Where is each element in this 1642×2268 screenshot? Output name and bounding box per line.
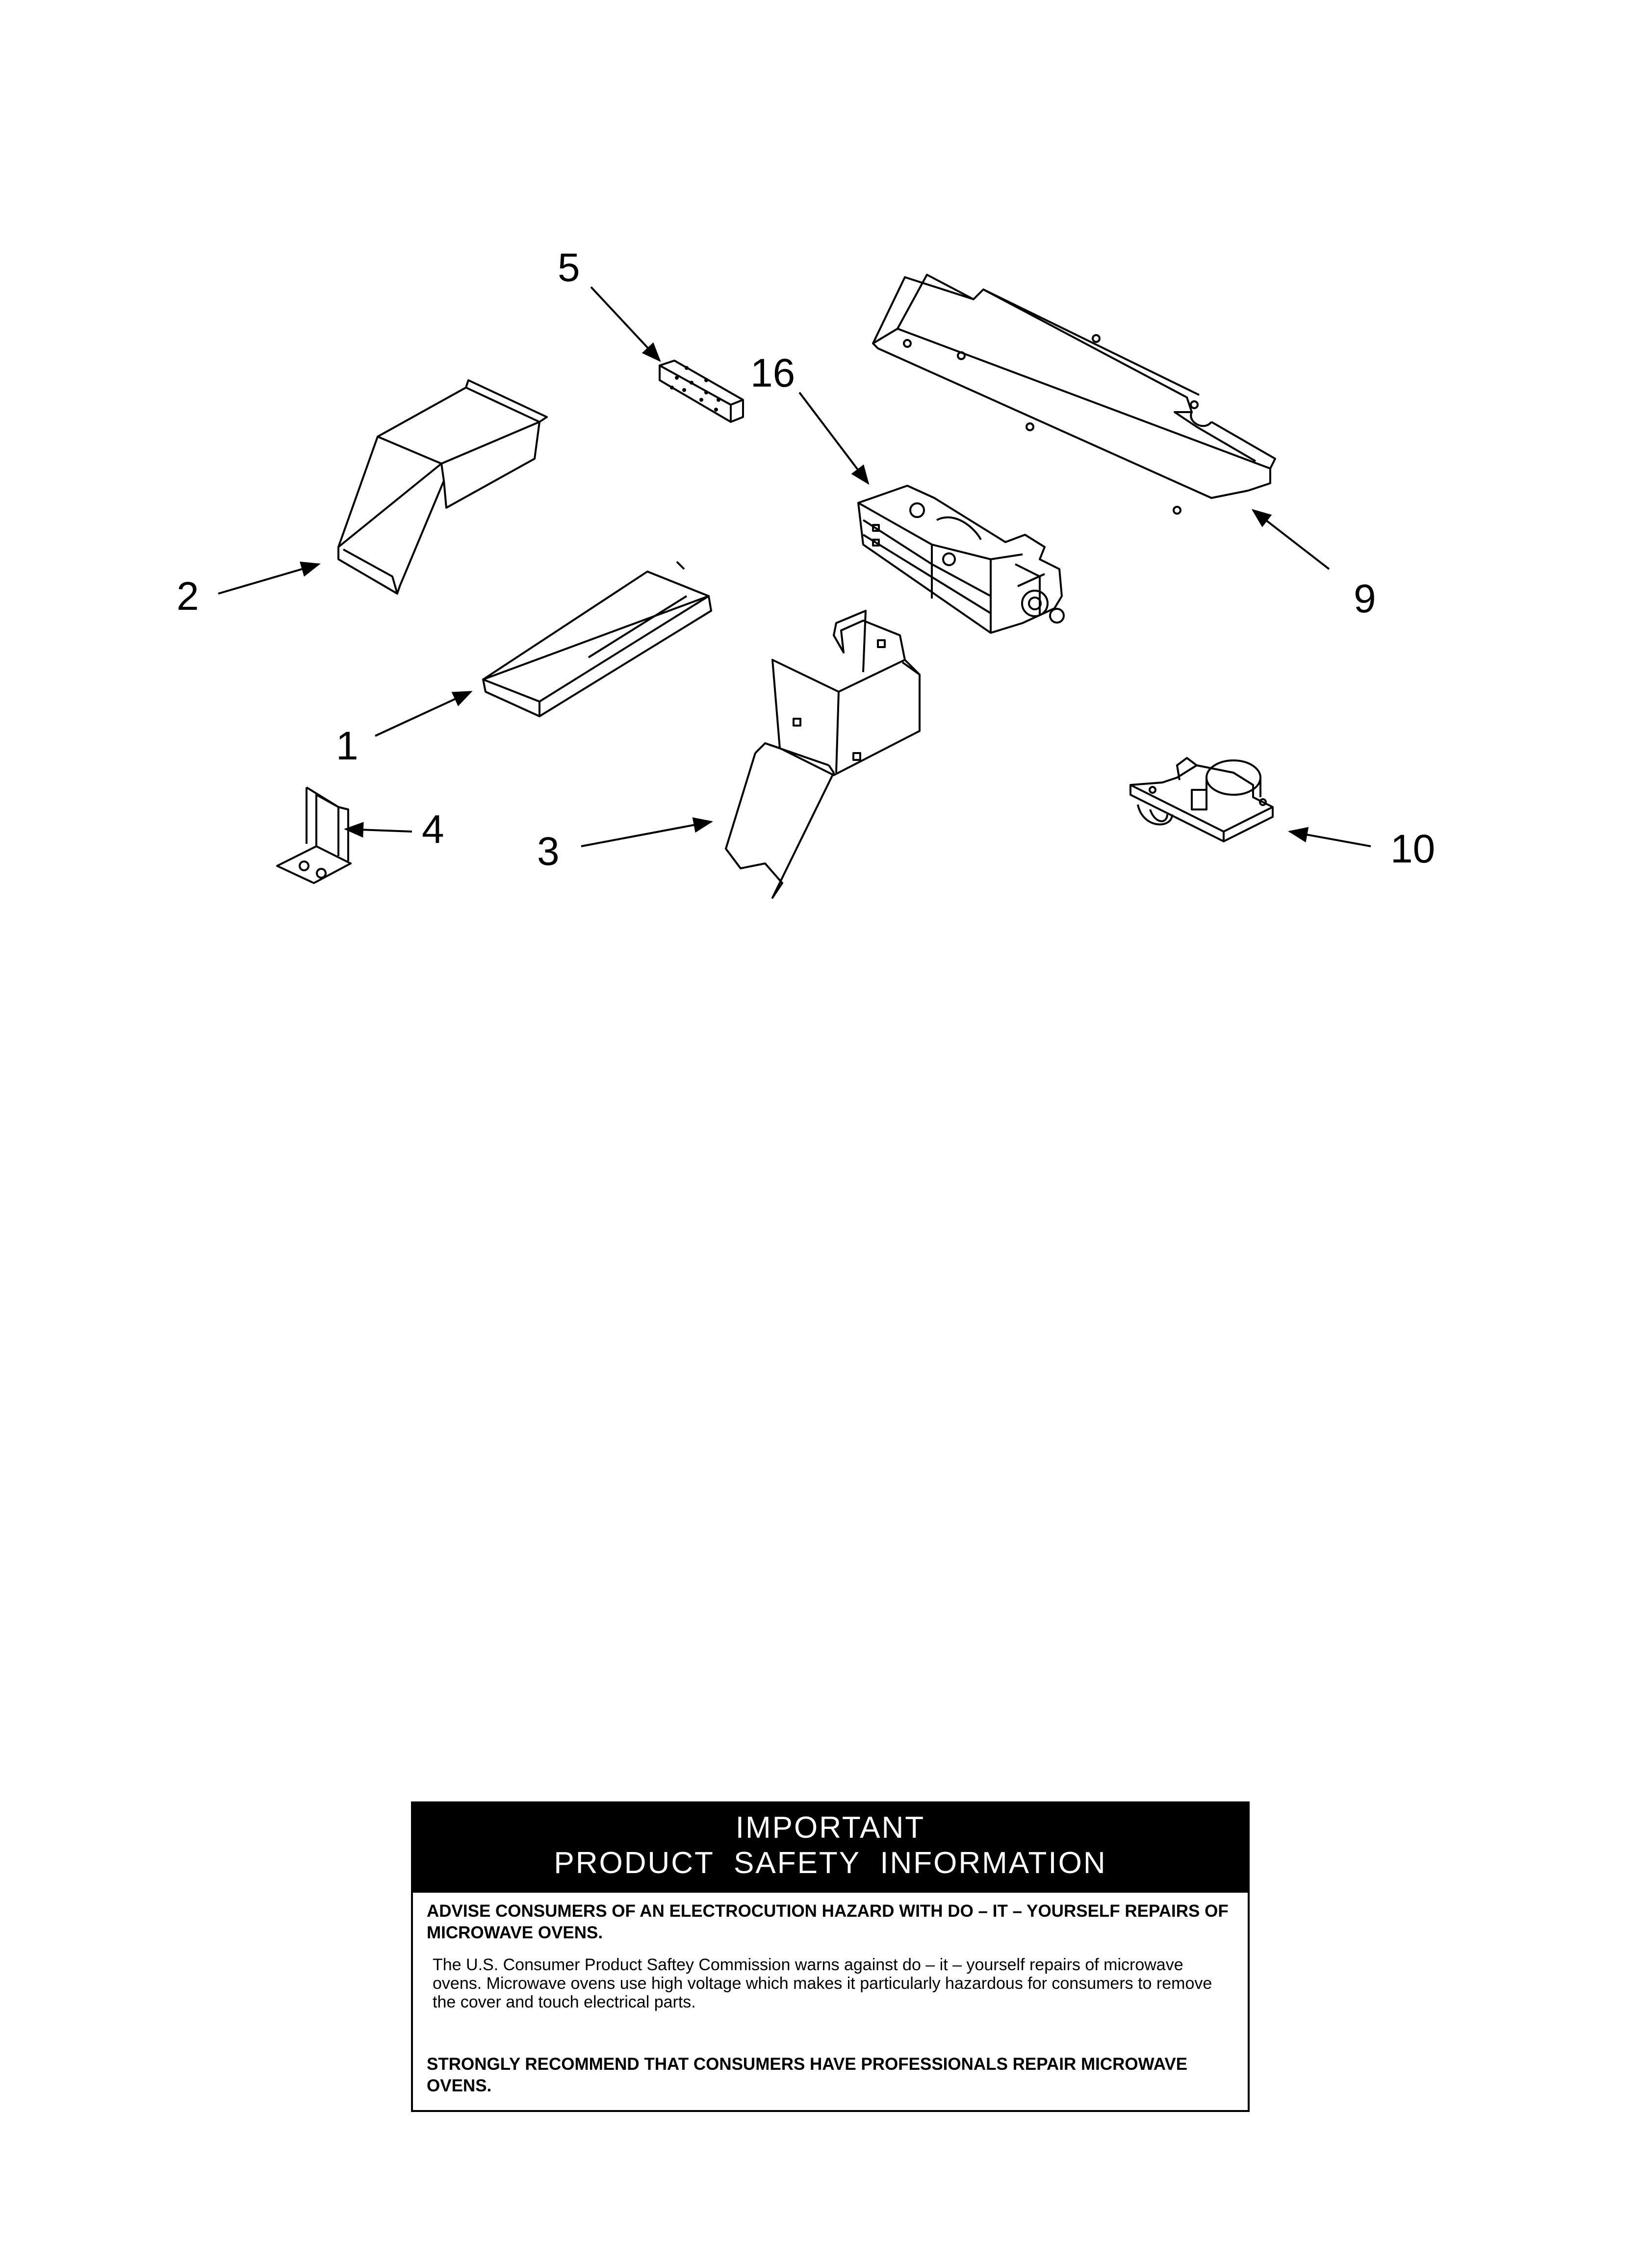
leader-line-16	[798, 391, 870, 485]
leader-line-1	[375, 691, 473, 737]
part-4-bracket	[276, 786, 352, 884]
part-2-duct	[337, 379, 548, 595]
safety-information-box: IMPORTANT PRODUCT SAFETY INFORMATION ADV…	[411, 1801, 1250, 2112]
part-16-switch-assembly	[857, 485, 1065, 634]
leader-line-5	[590, 286, 661, 362]
part-1-channel	[482, 561, 712, 717]
part-5-foam-block	[659, 360, 744, 423]
callout-5: 5	[558, 245, 580, 290]
parts-diagram	[218, 274, 1371, 899]
part-3-shield	[725, 610, 921, 899]
safety-title-line-1: IMPORTANT	[735, 1811, 925, 1845]
safety-header: IMPORTANT PRODUCT SAFETY INFORMATION	[413, 1803, 1248, 1893]
part-10-timer-assembly	[1129, 757, 1274, 842]
leader-line-10	[1288, 827, 1371, 847]
callout-16: 16	[750, 351, 795, 395]
leader-line-9	[1251, 509, 1330, 570]
leader-line-2	[218, 561, 321, 595]
part-9-channel	[872, 274, 1276, 515]
safety-body-text: The U.S. Consumer Product Saftey Commiss…	[433, 1955, 1212, 2011]
leader-line-4	[344, 822, 412, 838]
callout-10: 10	[1390, 827, 1436, 871]
callout-1: 1	[336, 724, 359, 768]
safety-recommendation-text: STRONGLY RECOMMEND THAT CONSUMERS HAVE P…	[427, 2055, 1188, 2095]
safety-title-line-2: PRODUCT SAFETY INFORMATION	[554, 1846, 1107, 1880]
callout-4: 4	[422, 807, 444, 852]
callout-3: 3	[537, 829, 560, 874]
callout-2: 2	[177, 574, 199, 619]
safety-warning-text: ADVISE CONSUMERS OF AN ELECTROCUTION HAZ…	[427, 1902, 1229, 1942]
leader-line-3	[581, 817, 713, 847]
callout-9: 9	[1354, 576, 1376, 621]
